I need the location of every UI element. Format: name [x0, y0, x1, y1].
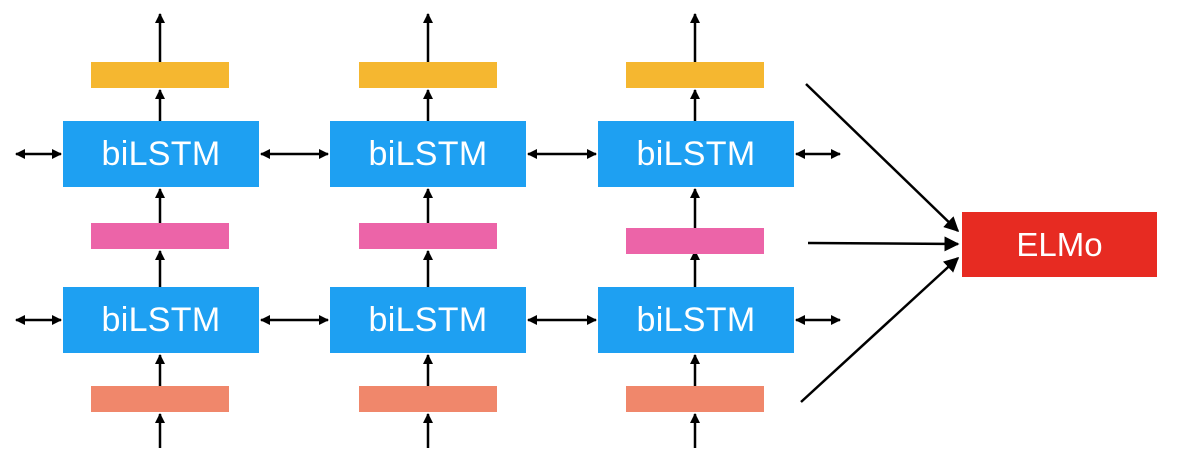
bilstm-layer1-cell-3: biLSTM	[598, 287, 794, 353]
arrow-top-to-elmo	[805, 83, 960, 233]
arrow-mid-to-elmo	[807, 236, 960, 252]
middle-embedding-bar-3	[626, 228, 764, 254]
bilstm-layer2-cell-3: biLSTM	[598, 121, 794, 187]
input-embedding-bar-1	[91, 386, 229, 412]
arrow-input-to-elmo	[800, 256, 960, 403]
input-embedding-bar-2	[359, 386, 497, 412]
connection-arrows	[15, 13, 960, 448]
input-embedding-bar-3	[626, 386, 764, 412]
top-embedding-bar-3	[626, 62, 764, 88]
top-embedding-bar-2	[359, 62, 497, 88]
bilstm-layer1-cell-1: biLSTM	[63, 287, 259, 353]
bilstm-layer2-cell-2: biLSTM	[330, 121, 526, 187]
middle-embedding-bar-2	[359, 223, 497, 249]
top-embedding-bar-1	[91, 62, 229, 88]
bilstm-layer1-cell-2: biLSTM	[330, 287, 526, 353]
elmo-output-box: ELMo	[962, 212, 1157, 277]
middle-embedding-bar-1	[91, 223, 229, 249]
bilstm-layer2-cell-1: biLSTM	[63, 121, 259, 187]
